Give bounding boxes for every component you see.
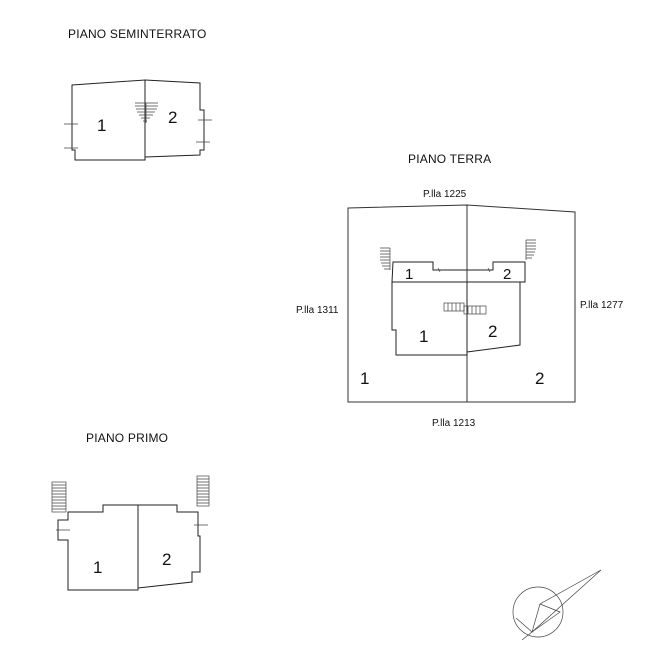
staircase-icon xyxy=(51,481,67,513)
first-title: PIANO PRIMO xyxy=(86,431,168,445)
ground-building-unit-2-label: 2 xyxy=(488,322,497,341)
ground-porch-outline xyxy=(391,261,526,283)
ground-porch-unit-2-label: 2 xyxy=(503,266,511,283)
basement-floor-plan: PIANO SEMINTERRATO 1 2 xyxy=(64,27,212,161)
basement-title: PIANO SEMINTERRATO xyxy=(68,27,207,41)
basement-unit-1-label: 1 xyxy=(97,116,106,135)
first-floor-plan: PIANO PRIMO 1 2 xyxy=(51,431,210,591)
parcel-east-label: P.lla 1277 xyxy=(580,300,624,311)
ground-building-unit-2 xyxy=(466,281,521,353)
first-door-marks xyxy=(56,524,208,531)
ground-lot-1-label: 1 xyxy=(360,369,369,388)
parcel-south-label: P.lla 1213 xyxy=(432,418,476,429)
first-unit-1-label: 1 xyxy=(93,558,102,577)
first-unit-2-outline xyxy=(137,504,201,589)
ground-building-unit-1-label: 1 xyxy=(419,327,428,346)
parcel-west-label: P.lla 1311 xyxy=(296,305,339,316)
basement-unit-2-label: 2 xyxy=(168,108,177,127)
north-arrow-icon xyxy=(512,569,602,641)
first-unit-2-label: 2 xyxy=(162,550,171,569)
first-unit-1-outline xyxy=(57,504,139,591)
ground-lot-2-label: 2 xyxy=(535,369,544,388)
parcel-north-label: P.lla 1225 xyxy=(423,189,467,200)
staircase-icon xyxy=(196,475,210,507)
ground-title: PIANO TERRA xyxy=(408,152,491,166)
basement-door-marks xyxy=(64,119,212,149)
ground-building-unit-1 xyxy=(391,282,468,356)
staircase-icon xyxy=(380,247,391,270)
staircase-icon xyxy=(443,302,487,315)
ground-door-marks xyxy=(437,267,491,273)
staircase-icon xyxy=(525,239,536,260)
ground-porch-unit-1-label: 1 xyxy=(405,266,413,283)
ground-floor-plan: PIANO TERRA P.lla 1225 P.lla 1311 P.lla … xyxy=(296,152,624,429)
staircase-icon xyxy=(135,102,158,123)
basement-unit-2-outline xyxy=(144,79,205,158)
basement-unit-1-outline xyxy=(71,79,146,161)
ground-lot-boundary xyxy=(347,204,576,403)
